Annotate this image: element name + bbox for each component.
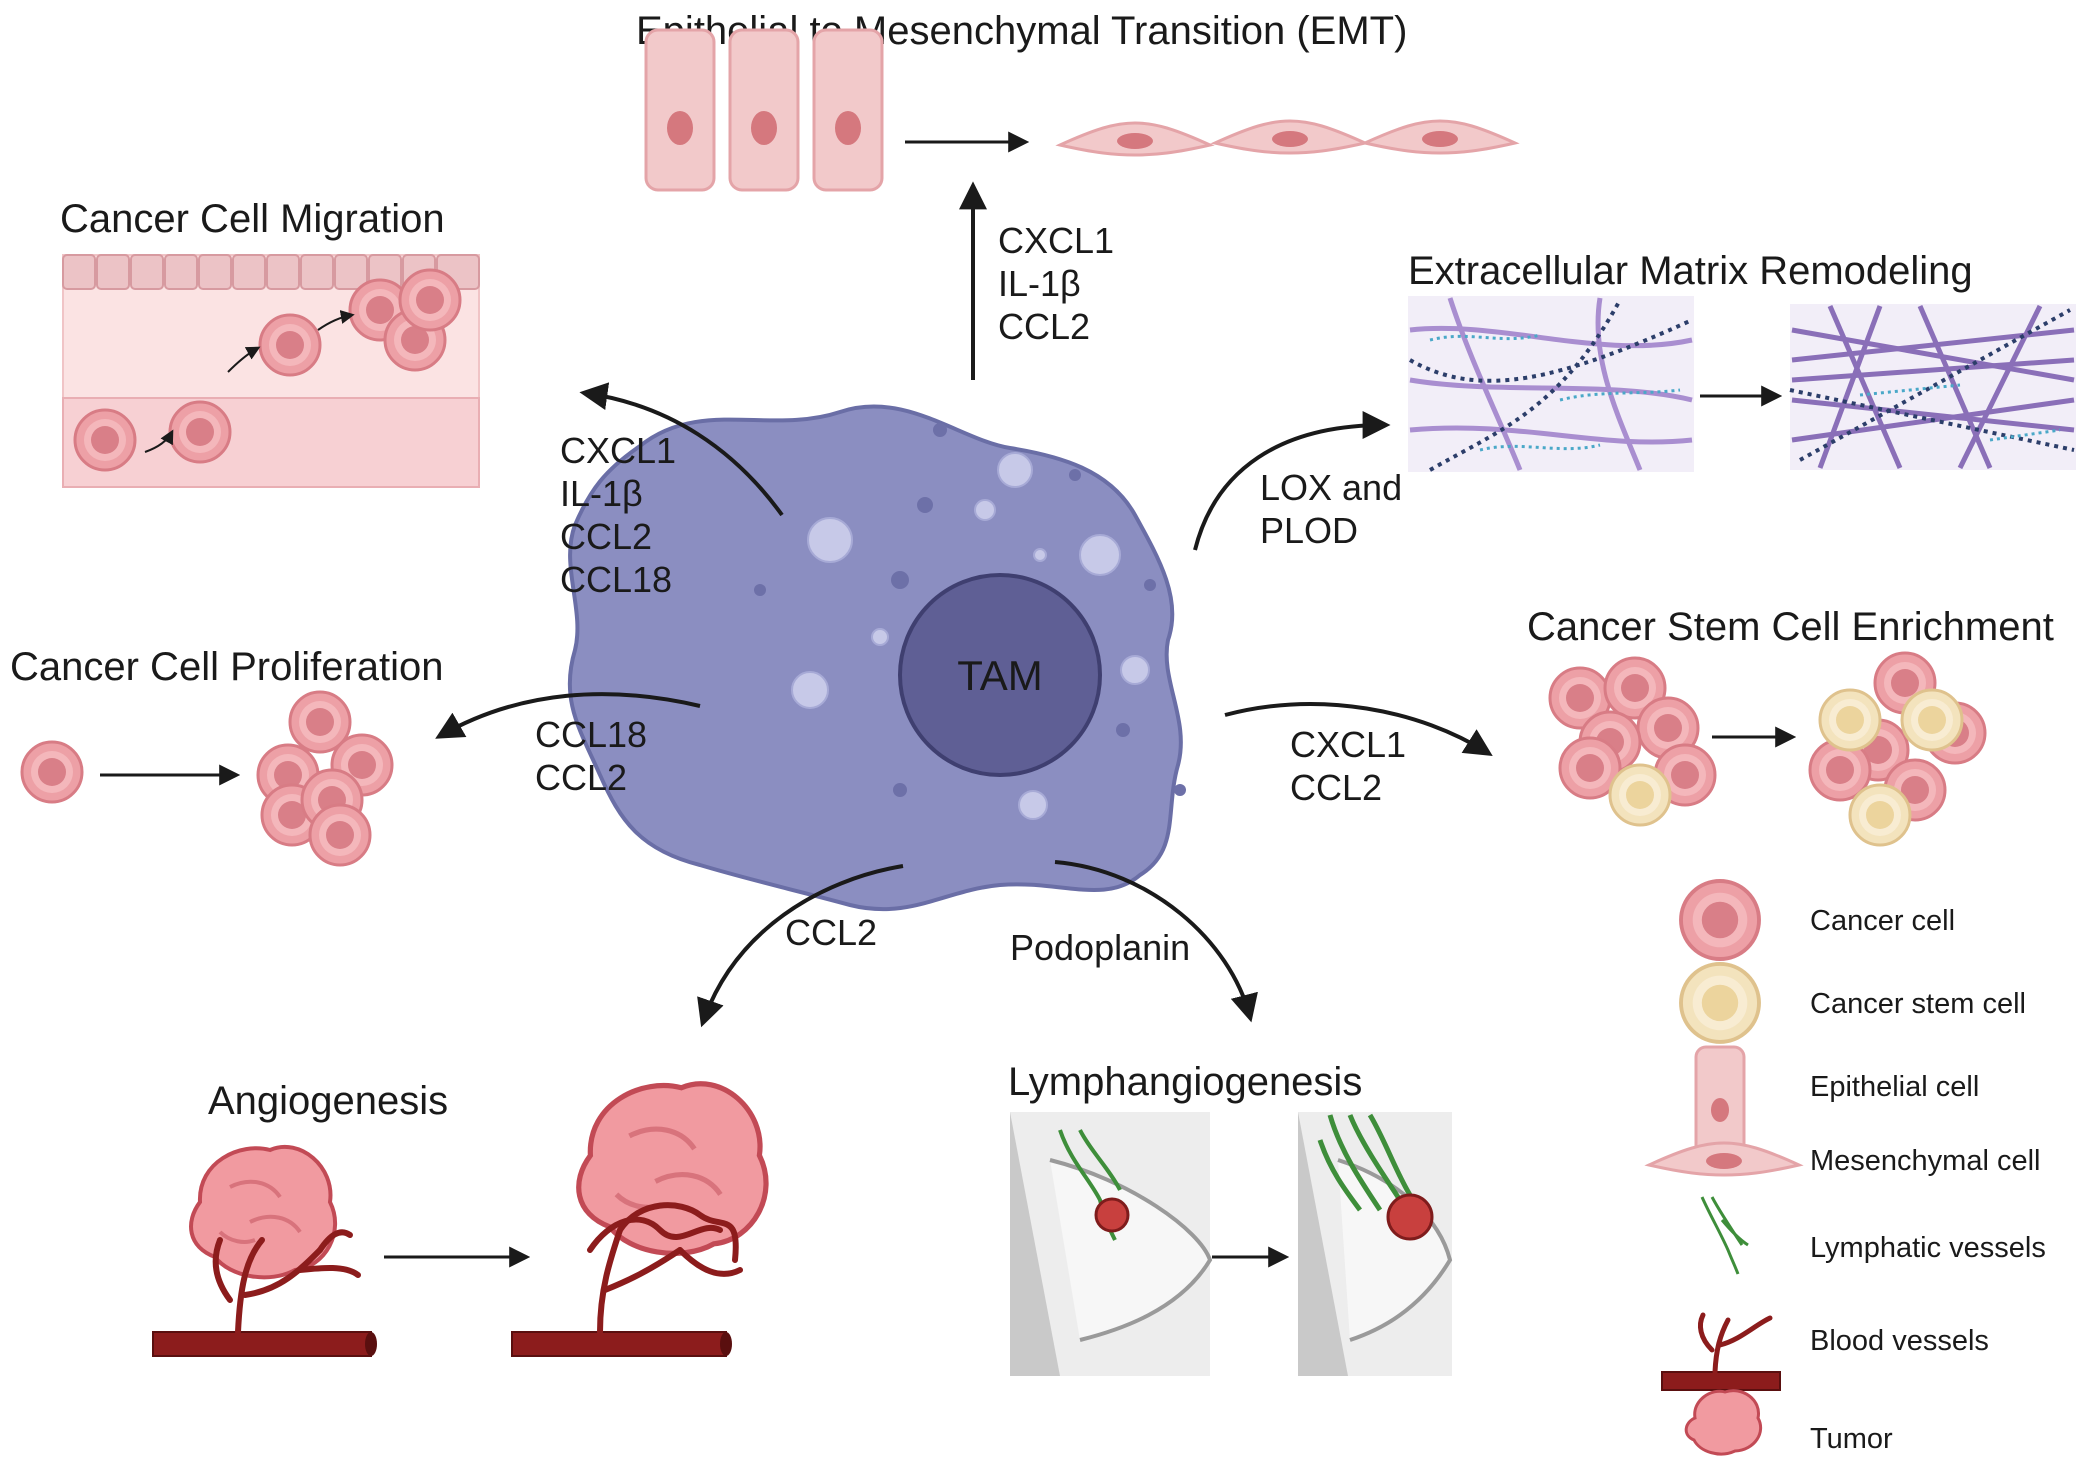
- arrow-to-migration: [579, 382, 784, 517]
- cancer-stem-cell-icon: [1900, 688, 1964, 752]
- angiogenesis-panel: Angiogenesis: [152, 1079, 766, 1357]
- arrow-to-stem: [1224, 702, 1493, 756]
- cancer-stem-cell-icon: [1848, 783, 1912, 847]
- blood-vessel-icon: [511, 1331, 727, 1357]
- migration-title: Cancer Cell Migration: [60, 197, 445, 241]
- cancer-cell-icon: [20, 740, 84, 804]
- tam-label: TAM: [957, 652, 1043, 699]
- lymphangiogenesis-title: Lymphangiogenesis: [1008, 1060, 1362, 1104]
- arrow-to-angiogenesis: [697, 864, 904, 1028]
- cancer-cell-icon: [168, 400, 232, 464]
- arrow-to-ecm: [1193, 411, 1391, 551]
- factor-label: CXCL1: [1290, 724, 1406, 765]
- factor-label: CCL18: [560, 559, 672, 600]
- proliferation-title: Cancer Cell Proliferation: [10, 645, 444, 689]
- ecm-title: Extracellular Matrix Remodeling: [1408, 249, 1973, 293]
- blood-vessels-icon: [1661, 1312, 1781, 1391]
- lymphatic-vessels-icon: [1700, 1196, 1749, 1275]
- mesenchymal-cell-icon: [1058, 121, 1212, 157]
- blood-vessel-icon: [152, 1331, 372, 1357]
- factor-label: CXCL1: [998, 220, 1114, 261]
- factor-label: IL-1β: [560, 473, 643, 514]
- legend-label: Cancer stem cell: [1810, 988, 2026, 1020]
- factor-label: CCL2: [998, 306, 1090, 347]
- ecm-factors: LOX and PLOD: [1260, 467, 1402, 551]
- factor-label: CCL2: [535, 757, 627, 798]
- tumor-icon: [1386, 1193, 1434, 1241]
- factor-label: CCL2: [785, 912, 877, 953]
- legend-label: Mesenchymal cell: [1810, 1145, 2040, 1177]
- cancer-stem-cell-icon: [1679, 961, 1761, 1044]
- epithelial-cell-icon: [1694, 1045, 1746, 1161]
- legend: Cancer cell Cancer stem cell Epithelial …: [1647, 879, 2046, 1456]
- tumor-icon: [1094, 1197, 1130, 1233]
- epithelial-cell-icon: [644, 28, 716, 192]
- factor-label: IL-1β: [998, 263, 1081, 304]
- lymphangiogenesis-panel: Lymphangiogenesis: [1008, 1060, 1453, 1376]
- factor-label: CCL2: [560, 516, 652, 557]
- mesenchymal-cell-icon: [1213, 119, 1367, 155]
- cancer-cell-icon: [73, 408, 137, 472]
- proliferation-factors: CCL18 CCL2: [535, 714, 647, 798]
- migration-panel: Cancer Cell Migration: [60, 197, 480, 488]
- tam-vesicles: [791, 452, 1150, 820]
- legend-label: Lymphatic vessels: [1810, 1232, 2046, 1264]
- factor-label: CXCL1: [560, 430, 676, 471]
- factor-label: CCL18: [535, 714, 647, 755]
- tumor-icon: [1684, 1389, 1763, 1456]
- stem-factors: CXCL1 CCL2: [1290, 724, 1406, 808]
- cancer-cell-icon: [258, 313, 322, 377]
- epithelial-cell-icon: [812, 28, 884, 192]
- mesenchymal-cell-icon: [1363, 119, 1517, 155]
- factor-label: Podoplanin: [1010, 927, 1190, 968]
- epithelial-layer: [62, 254, 480, 290]
- cancer-cell-icon: [308, 803, 372, 867]
- ecm-panel: Extracellular Matrix Remodeling: [1408, 249, 2076, 472]
- legend-label: Epithelial cell: [1810, 1071, 1979, 1103]
- proliferation-panel: Cancer Cell Proliferation: [10, 645, 444, 867]
- angiogenesis-title: Angiogenesis: [208, 1079, 448, 1123]
- cancer-cell-icon: [398, 268, 462, 332]
- arrow-to-proliferation: [435, 692, 701, 739]
- migration-factors: CXCL1 IL-1β CCL2 CCL18: [560, 430, 676, 600]
- tam-nucleus: [898, 573, 1102, 777]
- tam-macrophage: TAM: [567, 404, 1186, 912]
- legend-label: Blood vessels: [1810, 1325, 1989, 1357]
- factor-label: CCL2: [1290, 767, 1382, 808]
- stem-title: Cancer Stem Cell Enrichment: [1527, 605, 2054, 649]
- legend-label: Tumor: [1810, 1423, 1893, 1455]
- cancer-stem-cell-icon: [1818, 688, 1882, 752]
- epithelial-cell-icon: [728, 28, 800, 192]
- factor-label: LOX and: [1260, 467, 1402, 508]
- cancer-stem-cell-icon: [1608, 763, 1672, 827]
- factor-label: PLOD: [1260, 510, 1358, 551]
- emt-panel: Epithelial to Mesenchymal Transition (EM…: [636, 9, 1517, 192]
- legend-label: Cancer cell: [1810, 905, 1955, 937]
- ecm-after: [1790, 304, 2076, 470]
- mesenchymal-cell-icon: [1647, 1141, 1801, 1177]
- tam-granules: [754, 423, 1186, 797]
- arrow-to-lymphangiogenesis: [1054, 860, 1258, 1023]
- cancer-cell-icon: [1679, 879, 1761, 961]
- stem-panel: Cancer Stem Cell Enrichment: [1527, 605, 2054, 847]
- emt-factors: CXCL1 IL-1β CCL2: [998, 220, 1114, 347]
